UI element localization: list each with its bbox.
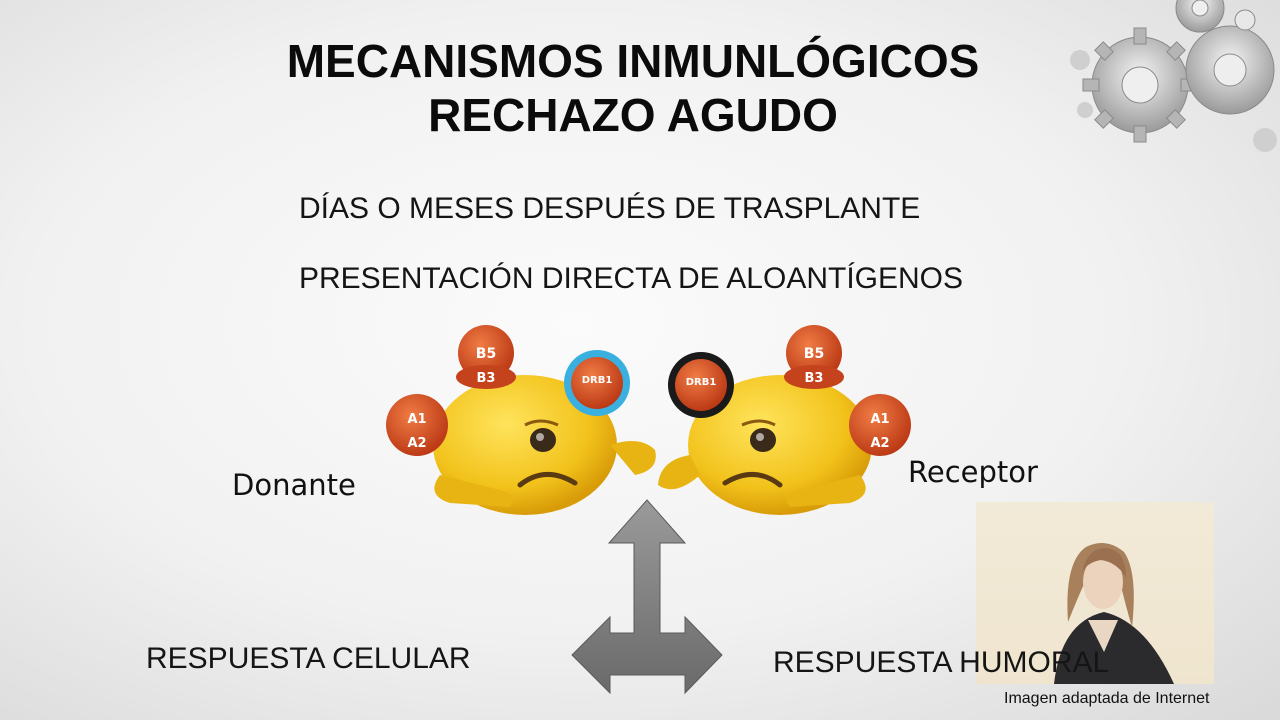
svg-text:A2: A2: [870, 436, 889, 451]
donor-recipient-illustration: B5 B3 A1 A2 DRB1 B5 B3 A1 A2 DRB: [386, 325, 911, 515]
donor-badge-b3: B3: [456, 365, 516, 389]
gear-icon: [1185, 9, 1275, 115]
donor-label: Donante: [232, 468, 356, 502]
svg-text:B5: B5: [804, 346, 824, 362]
gear-icon: [1175, 0, 1225, 33]
title-line-1: MECANISMOS INMUNLÓGICOS: [286, 35, 980, 87]
recipient-label: Receptor: [908, 455, 1038, 489]
svg-text:B5: B5: [476, 346, 496, 362]
image-credit: Imagen adaptada de Internet: [1004, 690, 1210, 707]
recipient-badge-a1: A1 A2: [849, 394, 911, 456]
gears-decoration: [1070, 0, 1277, 152]
recipient-badge-b3: B3: [784, 365, 844, 389]
title-line-2: RECHAZO AGUDO: [428, 89, 838, 141]
svg-text:A2: A2: [407, 436, 426, 451]
subtitle-presentation: PRESENTACIÓN DIRECTA DE ALOANTÍGENOS: [299, 262, 964, 295]
recipient-class2-antigen: DRB1: [668, 352, 734, 418]
three-way-arrow-icon: [571, 499, 723, 695]
svg-text:B3: B3: [477, 371, 496, 386]
presenter-figure: [1054, 543, 1174, 684]
donor-class2-antigen: DRB1: [564, 350, 630, 416]
donor-face: [433, 375, 656, 515]
svg-text:DRB1: DRB1: [582, 375, 613, 386]
svg-text:B3: B3: [805, 371, 824, 386]
response-humoral: RESPUESTA HUMORAL: [773, 646, 1110, 679]
page-title: MECANISMOS INMUNLÓGICOS RECHAZO AGUDO: [0, 34, 1266, 142]
svg-text:A1: A1: [407, 412, 426, 427]
response-cellular: RESPUESTA CELULAR: [146, 642, 471, 675]
donor-badge-a1: A1 A2: [386, 394, 448, 456]
svg-text:DRB1: DRB1: [686, 377, 717, 388]
presenter-video: [976, 502, 1214, 684]
recipient-face: [658, 375, 872, 515]
svg-text:A1: A1: [870, 412, 889, 427]
subtitle-timing: DÍAS O MESES DESPUÉS DE TRASPLANTE: [299, 192, 921, 225]
